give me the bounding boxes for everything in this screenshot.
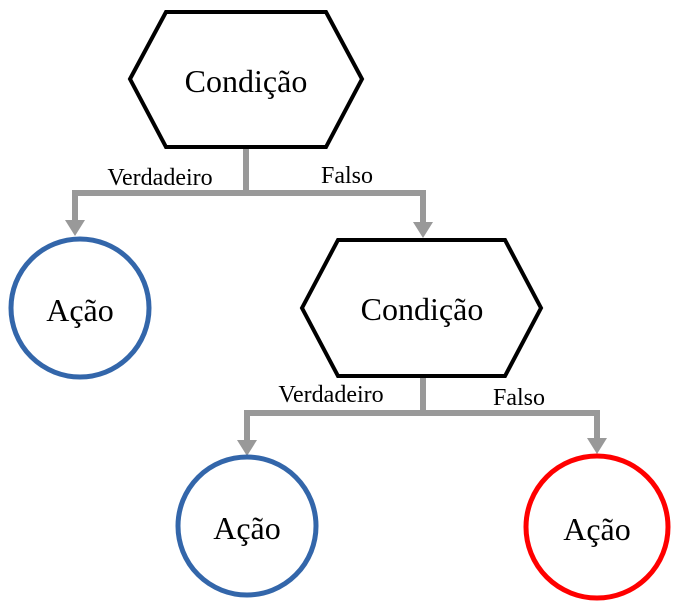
node-condicao-1-label: Condição (185, 63, 308, 99)
arrow-down-icon (237, 440, 257, 456)
node-acao-2 (175, 454, 319, 598)
arrow-down-icon (65, 220, 85, 236)
edge-label-falso-1: Falso (321, 163, 373, 189)
node-acao-1 (8, 236, 152, 380)
edge-label-verdadeiro-1: Verdadeiro (107, 165, 212, 191)
node-acao-3 (523, 453, 671, 601)
arrow-down-icon (413, 222, 433, 238)
connector-group (72, 147, 600, 441)
node-acao-3-label: Ação (563, 511, 631, 547)
arrow-down-icon (587, 438, 607, 454)
edge-label-verdadeiro-2: Verdadeiro (278, 382, 383, 408)
node-condicao-1 (127, 10, 365, 149)
arrowhead-group (65, 220, 607, 456)
node-acao-1-label: Ação (46, 292, 114, 328)
edge-label-falso-2: Falso (493, 385, 545, 411)
node-acao-2-label: Ação (213, 510, 281, 546)
node-condicao-2-label: Condição (361, 291, 484, 327)
node-condicao-2 (299, 238, 544, 378)
